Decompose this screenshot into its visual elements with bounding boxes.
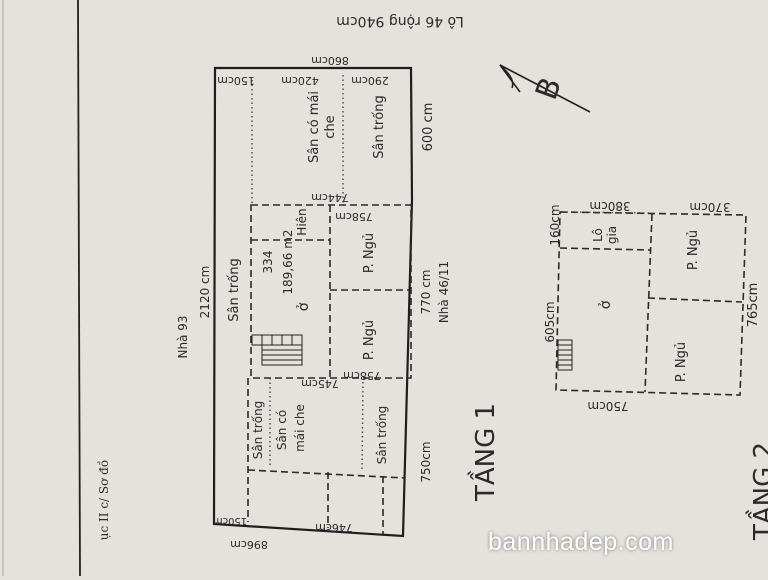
- dim-label: 758cm: [343, 369, 381, 382]
- room-label: Sân có: [275, 410, 289, 450]
- area-label: 334: [261, 251, 275, 274]
- stairs-icon: [557, 339, 573, 371]
- dim-label: 370cm: [689, 200, 730, 214]
- room-label: mái che: [293, 404, 307, 452]
- floor2-divider: [644, 213, 653, 393]
- room-label: P. Ngủ: [362, 233, 377, 273]
- dim-label: 860cm: [311, 54, 349, 67]
- dim-label: 765cm: [746, 283, 761, 328]
- room-label: P. Ngủ: [362, 320, 377, 360]
- dim-label: 770 cm: [419, 269, 433, 314]
- area-label: 189,66 m2: [281, 229, 295, 294]
- room-label: che: [323, 115, 338, 138]
- dim-label: 746cm: [315, 521, 353, 534]
- room-label: P. Ngủ: [674, 342, 689, 382]
- floor1-divider: [247, 469, 406, 479]
- floor1-title: TẦNG 1: [466, 403, 501, 502]
- dim-label: 150cm: [213, 515, 247, 526]
- room-label: Sân trống: [375, 406, 389, 465]
- dim-label: 290cm: [351, 74, 389, 87]
- neighbor-label: Nhà 46/11: [437, 261, 451, 323]
- dim-label: 758cm: [335, 210, 373, 223]
- dim-label: 160cm: [548, 204, 562, 245]
- dim-label: 744cm: [311, 191, 349, 204]
- compass-label: B: [529, 73, 569, 104]
- room-label: Sân có mái: [307, 91, 322, 163]
- dim-label: 896cm: [230, 538, 268, 551]
- dim-label: 600 cm: [421, 103, 436, 152]
- dim-label: 750cm: [419, 441, 433, 482]
- floor2-divider: [559, 247, 651, 251]
- dim-label: 605cm: [543, 301, 557, 342]
- margin-line: [77, 0, 81, 577]
- compass-north-arrow-icon: [499, 64, 591, 113]
- floor1-outline: [212, 66, 414, 538]
- appendix-label: ục II c/ Sơ đồ: [96, 460, 111, 540]
- room-label: Sân trống: [227, 258, 242, 321]
- room-label: P. Ngủ: [686, 230, 701, 270]
- watermark: bannhadep.com: [488, 528, 674, 556]
- floor1-divider: [361, 381, 364, 473]
- floor2-outline: [555, 211, 747, 396]
- dim-label: 750cm: [587, 399, 628, 413]
- floor1-house-outline: [250, 204, 412, 379]
- neighbor-label: Nhà 93: [176, 315, 190, 358]
- dim-label: 380cm: [589, 199, 630, 213]
- dim-label: 150cm: [217, 74, 255, 87]
- room-label: ở: [296, 302, 312, 311]
- dim-label: 420cm: [281, 74, 319, 87]
- room-label: Sân trống: [372, 95, 387, 158]
- room-label: Lô: [591, 228, 605, 242]
- room-label: Hiên: [295, 208, 309, 235]
- room-label: Sân trống: [251, 401, 265, 460]
- lot-label: Lô 46 rộng 940cm: [336, 13, 463, 29]
- dim-label: 2120 cm: [198, 266, 212, 319]
- floor2-title: TẦNG 2: [744, 442, 768, 541]
- stairs-icon: [251, 334, 303, 366]
- floor2-divider: [647, 297, 743, 303]
- dim-label: 745cm: [301, 377, 339, 390]
- room-label: gia: [605, 226, 619, 244]
- room-label: ở: [598, 300, 614, 309]
- floor2-divider: [561, 211, 653, 214]
